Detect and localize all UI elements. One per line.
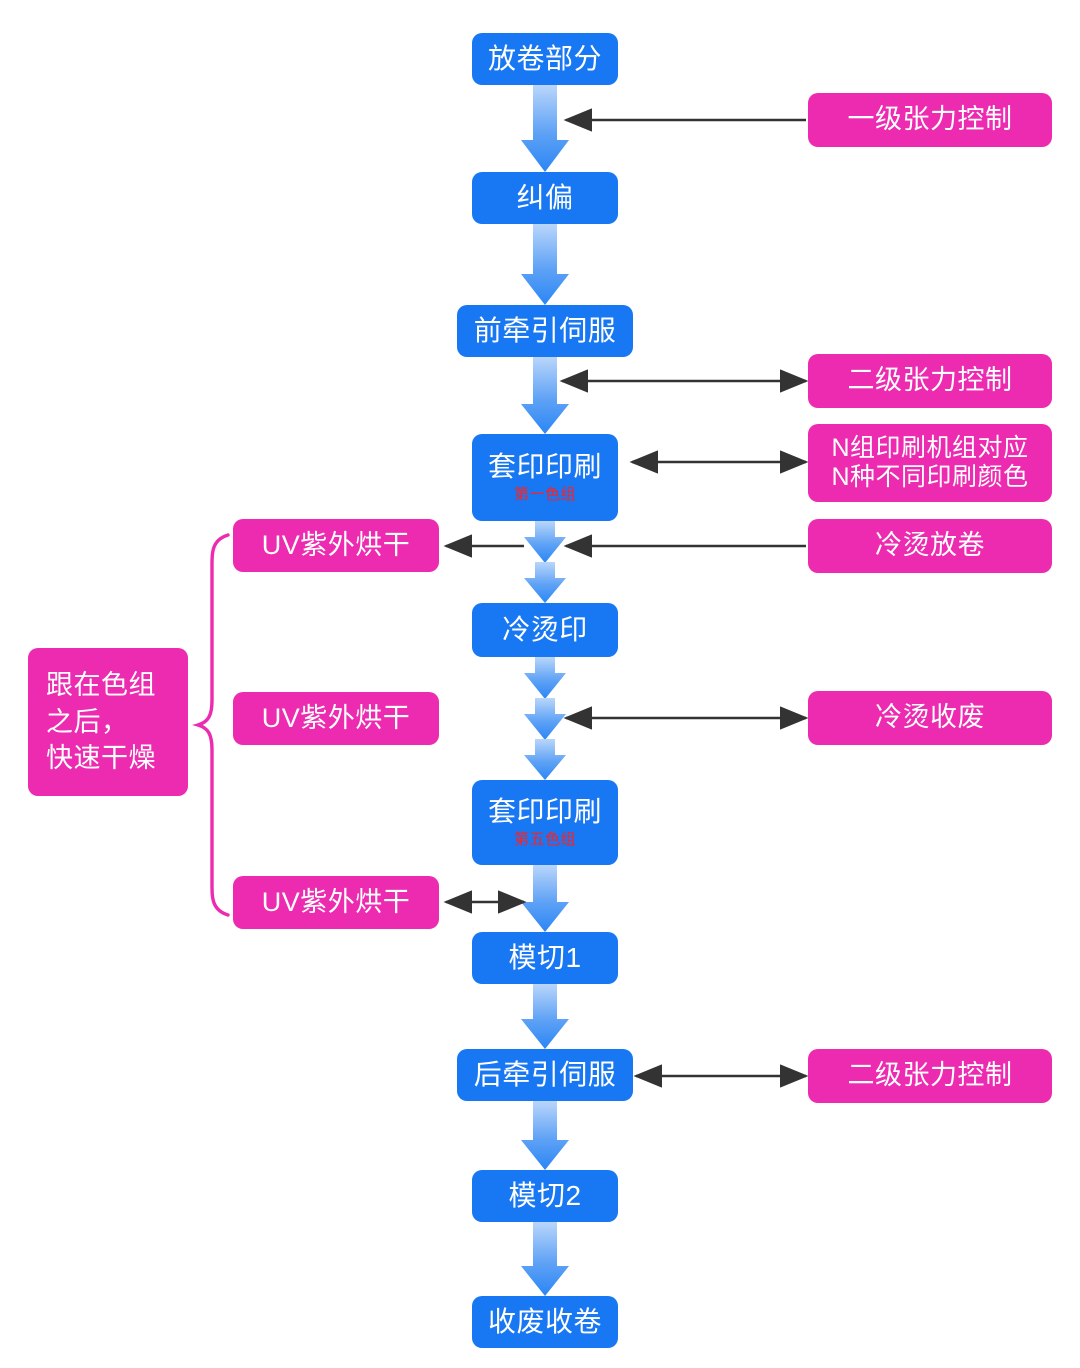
annotation-tension-level-2-rear[interactable]: 二级张力控制 [808,1049,1052,1103]
node-label: 套印印刷 [487,451,602,483]
brace-note-line-1: 跟在色组 [46,670,156,701]
node-die-cut-1[interactable]: 模切1 [472,932,618,984]
node-overprint-first-color[interactable]: 套印印刷 第一色组 [472,434,618,521]
node-label: 模切2 [508,1179,582,1211]
annotation-n-printing-units[interactable]: N组印刷机组对应 N种不同印刷颜色 [808,424,1052,502]
node-label: 放卷部分 [487,42,602,74]
brace-note-line-3: 快速干燥 [46,743,156,774]
annotation-label: UV紫外烘干 [261,702,411,733]
uv-group-brace [192,533,230,917]
node-label: 收废收卷 [487,1305,602,1337]
node-die-cut-2[interactable]: 模切2 [472,1170,618,1222]
annotation-uv-drying-2[interactable]: UV紫外烘干 [233,692,439,745]
node-overprint-fifth-color[interactable]: 套印印刷 第五色组 [472,780,618,865]
node-web-guide[interactable]: 纠偏 [472,172,618,224]
node-label: 冷烫印 [502,613,588,645]
annotation-tension-level-2-front[interactable]: 二级张力控制 [808,354,1052,408]
annotation-cold-foil-unwind[interactable]: 冷烫放卷 [808,519,1052,573]
annotation-label: UV紫外烘干 [261,529,411,560]
annotation-label: 二级张力控制 [847,1060,1013,1091]
annotation-uv-drying-3[interactable]: UV紫外烘干 [233,876,439,929]
annotation-label: UV紫外烘干 [261,886,411,917]
annotation-label: 一级张力控制 [847,104,1013,135]
annotation-label-line-1: N组印刷机组对应 [831,434,1029,463]
node-unwind-section[interactable]: 放卷部分 [472,33,618,85]
node-label: 前牵引伺服 [473,314,617,346]
node-sublabel: 第一色组 [513,486,576,504]
annotation-label: 二级张力控制 [847,365,1013,396]
annotation-label: 冷烫收废 [875,702,985,733]
annotation-label: 冷烫放卷 [875,530,985,561]
annotation-uv-drying-1[interactable]: UV紫外烘干 [233,519,439,572]
annotation-tension-level-1[interactable]: 一级张力控制 [808,93,1052,147]
node-cold-foil-stamping[interactable]: 冷烫印 [472,603,618,657]
node-label: 纠偏 [516,181,574,213]
brace-note-line-2: 之后， [46,706,129,737]
annotation-cold-foil-waste[interactable]: 冷烫收废 [808,691,1052,745]
node-sublabel: 第五色组 [513,831,576,849]
annotation-label-line-2: N种不同印刷颜色 [831,463,1029,491]
node-rear-traction-servo[interactable]: 后牵引伺服 [457,1049,633,1101]
annotation-brace-note[interactable]: 跟在色组 之后， 快速干燥 [28,648,188,796]
node-front-traction-servo[interactable]: 前牵引伺服 [457,305,633,357]
node-label: 后牵引伺服 [473,1058,617,1090]
node-label: 套印印刷 [487,796,602,828]
node-label: 模切1 [508,941,582,973]
node-waste-rewind[interactable]: 收废收卷 [472,1296,618,1348]
flow-arrow-group [521,85,569,1296]
